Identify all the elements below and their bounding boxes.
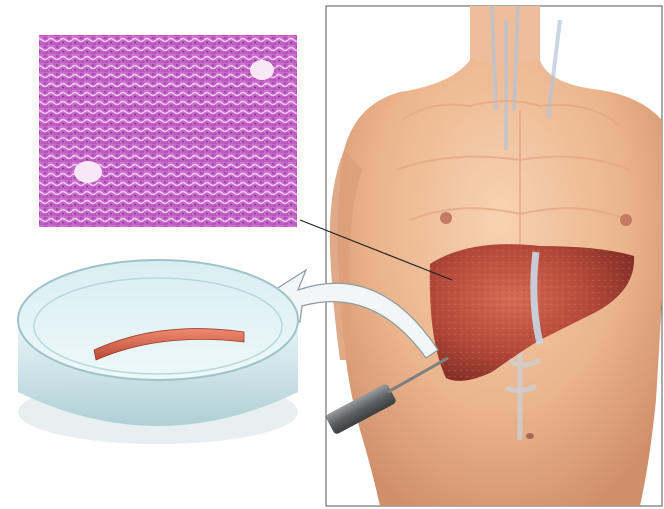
- torso-panel: [325, 6, 662, 506]
- left-nipple: [440, 212, 452, 224]
- navel: [526, 433, 534, 439]
- right-nipple: [620, 214, 632, 226]
- central-vein-2: [74, 161, 102, 183]
- liver-micrograph: [38, 34, 298, 228]
- central-vein-1: [250, 60, 274, 80]
- petri-dish: [18, 260, 298, 444]
